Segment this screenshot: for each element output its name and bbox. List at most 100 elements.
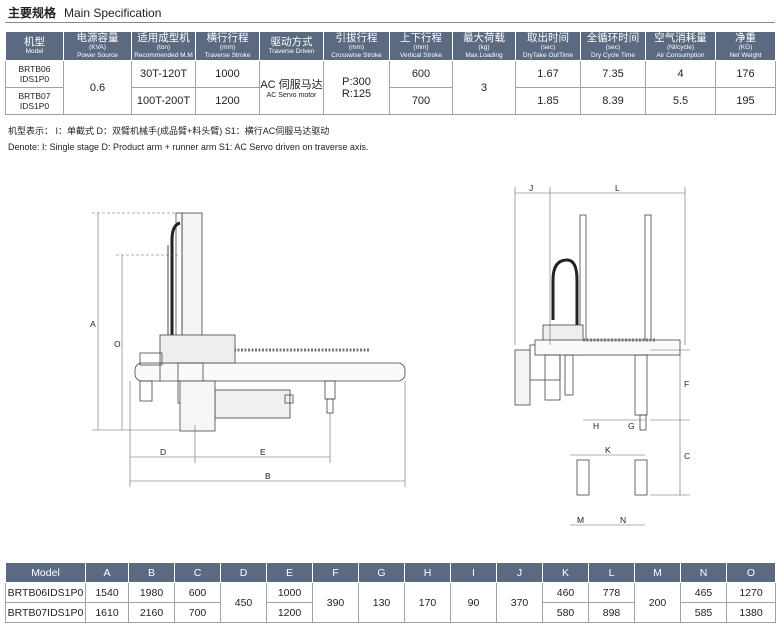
label-E: E [260, 447, 266, 457]
cell-dim-K: 460 [542, 582, 589, 603]
label-C: C [684, 451, 690, 461]
cell-machine: 100T-200T [131, 87, 196, 115]
cell-dim-K: 580 [542, 602, 589, 623]
cell-dim-E: 1000 [266, 582, 313, 603]
cell-dim-A: 1540 [85, 582, 129, 603]
cell-traverse: 1200 [195, 87, 260, 115]
th-dim: I [450, 562, 497, 583]
cell-takeout: 1.67 [515, 60, 581, 88]
th-dim: H [404, 562, 451, 583]
th-dim: B [128, 562, 175, 583]
note-en: Denote: I: Single stage D: Product arm +… [8, 142, 369, 152]
label-K: K [605, 445, 611, 455]
cell-vertical: 600 [389, 60, 453, 88]
cell-dim-N: 465 [680, 582, 727, 603]
th-cycle: 全循环时间(sec)Dry Cycle Time [580, 31, 646, 61]
cell-machine: 30T-120T [131, 60, 196, 88]
th-weight: 净重(KG)Net Weight [715, 31, 776, 61]
side-view-drawing: J L F H G C K M N [514, 185, 690, 526]
cell-traverse: 1000 [195, 60, 260, 88]
dim-row: BRTB07IDS1P0 1610 2160 700 1200 580 898 … [5, 602, 776, 623]
th-dim: D [220, 562, 267, 583]
note-cn: 机型表示： I：单截式 D：双臂机械手(成品臂+料头臂) S1：横行AC伺服马达… [8, 126, 330, 136]
cell-dim-O: 1270 [726, 582, 776, 603]
front-view-drawing: A O D E B [90, 212, 406, 487]
th-load: 最大荷载(kg)Max.Loading [452, 31, 516, 61]
th-dim: K [542, 562, 589, 583]
dimension-table: Model A B C D E F G H I J K L M N O BRTB… [5, 562, 776, 623]
th-power: 电源容量(KVA)Power Source [63, 31, 132, 61]
th-vertical: 上下行程(mm)Vertical Stroke [389, 31, 453, 61]
cell-load: 3 [452, 60, 516, 115]
label-N: N [620, 515, 626, 525]
cell-dim-I: 90 [450, 582, 497, 623]
th-dim: G [358, 562, 405, 583]
cell-dim-L: 778 [588, 582, 635, 603]
th-crosswise: 引拔行程(mm)Crosswise Stroke [323, 31, 390, 61]
th-dim: J [496, 562, 543, 583]
label-B: B [265, 471, 271, 481]
th-dim: Model [5, 562, 86, 583]
th-dim: F [312, 562, 359, 583]
label-G: G [628, 421, 635, 431]
cell-dim-C: 700 [174, 602, 221, 623]
title-cn: 主要规格 [8, 6, 57, 20]
label-A: A [90, 319, 96, 329]
cell-dim-F: 390 [312, 582, 359, 623]
th-traverse: 横行行程(mm)Traverse Stroke [195, 31, 260, 61]
cell-dim-model: BRTB07IDS1P0 [5, 602, 86, 623]
label-F: F [684, 379, 689, 389]
cell-dim-N: 585 [680, 602, 727, 623]
th-air: 空气消耗量(Nl/cycle)Air Consumption [645, 31, 716, 61]
cell-dim-D: 450 [220, 582, 267, 623]
label-O: O [114, 339, 121, 349]
th-dim: L [588, 562, 635, 583]
title-underline [5, 22, 775, 23]
cell-cycle: 7.35 [580, 60, 646, 88]
th-dim: E [266, 562, 313, 583]
title-en: Main Specification [64, 6, 162, 20]
label-J: J [529, 185, 533, 193]
cell-dim-E: 1200 [266, 602, 313, 623]
th-dim: M [634, 562, 681, 583]
cell-vertical: 700 [389, 87, 453, 115]
cell-dim-M: 200 [634, 582, 681, 623]
cell-dim-model: BRTB06IDS1P0 [5, 582, 86, 603]
cell-dim-L: 898 [588, 602, 635, 623]
th-dim: O [726, 562, 776, 583]
th-dim: N [680, 562, 727, 583]
cell-weight: 176 [715, 60, 776, 88]
cell-dim-A: 1610 [85, 602, 129, 623]
label-M: M [577, 515, 584, 525]
th-takeout: 取出时间(sec)DryTake OutTime [515, 31, 581, 61]
label-D: D [160, 447, 166, 457]
cell-dim-C: 600 [174, 582, 221, 603]
cell-air: 5.5 [645, 87, 716, 115]
cell-weight: 195 [715, 87, 776, 115]
cell-takeout: 1.85 [515, 87, 581, 115]
cell-dim-O: 1380 [726, 602, 776, 623]
label-H: H [593, 421, 599, 431]
cell-dim-G: 130 [358, 582, 405, 623]
dim-row: BRTB06IDS1P0 1540 1980 600 450 1000 390 … [5, 582, 776, 623]
cell-cycle: 8.39 [580, 87, 646, 115]
label-L: L [615, 185, 620, 193]
cell-dim-H: 170 [404, 582, 451, 623]
th-dim: C [174, 562, 221, 583]
cell-dim-B: 1980 [128, 582, 175, 603]
page-title: 主要规格 Main Specification [8, 4, 161, 21]
cell-dim-B: 2160 [128, 602, 175, 623]
th-dim: A [85, 562, 129, 583]
dim-header-row: Model A B C D E F G H I J K L M N O [5, 562, 776, 583]
cell-power: 0.6 [63, 60, 132, 115]
